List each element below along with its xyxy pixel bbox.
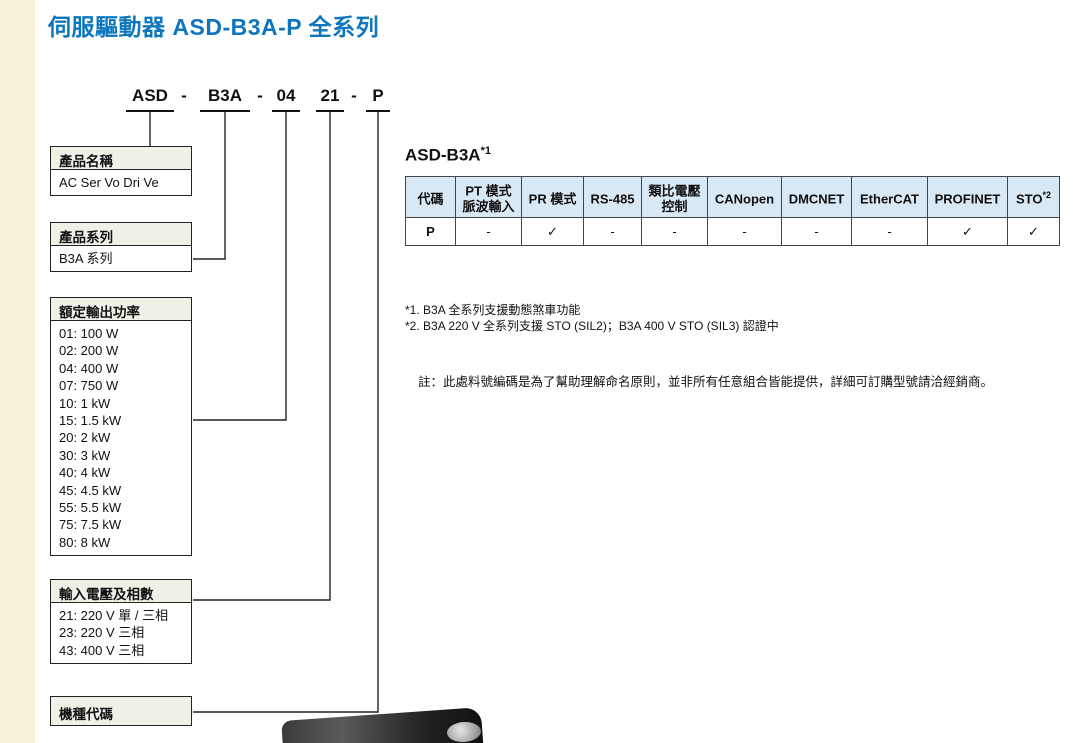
- cell-pt-mode: -: [455, 217, 522, 247]
- col-header-analog: 類比電壓控制: [641, 175, 708, 219]
- col-header-code: 代碼: [405, 175, 456, 219]
- col-header-rs485: RS-485: [583, 175, 642, 219]
- model-code-hyphen-3: -: [351, 86, 357, 105]
- footnote-1: *1. B3A 全系列支援動態煞車功能: [405, 303, 581, 317]
- header-row: 代碼 PT 模式脈波輸入 PR 模式 RS-485 類比電壓控制 CANopen…: [405, 175, 1060, 219]
- input-voltage-list: 21: 220 V 單 / 三相 23: 220 V 三相 43: 400 V …: [50, 603, 192, 665]
- product-series-box: 產品系列 B3A 系列: [50, 222, 192, 273]
- rated-power-list: 01: 100 W 02: 200 W 04: 400 W 07: 750 W …: [50, 321, 192, 557]
- power-option: 40: 4 kW: [59, 465, 111, 481]
- model-code-hyphen-2: -: [257, 86, 263, 105]
- power-option: 20: 2 kW: [59, 430, 111, 446]
- input-voltage-box: 輸入電壓及相數 21: 220 V 單 / 三相 23: 220 V 三相 43…: [50, 579, 192, 665]
- col-header-ethercat: EtherCAT: [851, 175, 928, 219]
- col-header-canopen: CANopen: [707, 175, 782, 219]
- product-series-value: B3A 系列: [50, 246, 192, 273]
- footnote-2: *2. B3A 220 V 全系列支援 STO (SIL2)；B3A 400 V…: [405, 319, 779, 333]
- model-code-box: 機種代碼: [50, 696, 192, 726]
- col-header-dmcnet: DMCNET: [781, 175, 852, 219]
- power-option: 45: 4.5 kW: [59, 482, 122, 498]
- model-code-power: 04: [272, 86, 300, 112]
- input-voltage-header: 輸入電壓及相數: [50, 579, 192, 603]
- col-header-pt-mode: PT 模式脈波輸入: [455, 175, 522, 219]
- product-name-box: 產品名稱 AC Ser Vo Dri Ve: [50, 146, 192, 197]
- model-code-series: B3A: [200, 86, 250, 112]
- connector-series: [193, 112, 226, 260]
- page-title: 伺服驅動器 ASD-B3A-P 全系列: [48, 14, 380, 40]
- spec-table: 代碼 PT 模式脈波輸入 PR 模式 RS-485 類比電壓控制 CANopen…: [405, 175, 1060, 247]
- col-header-pr-mode: PR 模式: [521, 175, 584, 219]
- model-code-type: P: [366, 86, 390, 112]
- cell-canopen: -: [707, 217, 782, 247]
- voltage-option: 23: 220 V 三相: [59, 625, 145, 641]
- cell-sto: ✓: [1007, 217, 1060, 247]
- cell-analog: -: [641, 217, 708, 247]
- table-title-footnote-ref: *1: [480, 145, 491, 157]
- power-option: 75: 7.5 kW: [59, 517, 122, 533]
- cell-rs485: -: [583, 217, 642, 247]
- table-title-text: ASD-B3A: [405, 145, 481, 165]
- left-accent-strip: [0, 0, 35, 743]
- power-option: 30: 3 kW: [59, 447, 111, 463]
- rated-power-box: 額定輸出功率 01: 100 W 02: 200 W 04: 400 W 07:…: [50, 297, 192, 557]
- rated-power-header: 額定輸出功率: [50, 297, 192, 321]
- power-option: 55: 5.5 kW: [59, 500, 122, 516]
- product-name-header: 產品名稱: [50, 146, 192, 170]
- voltage-option: 43: 400 V 三相: [59, 642, 145, 658]
- power-option: 10: 1 kW: [59, 395, 111, 411]
- cell-code: P: [405, 217, 456, 247]
- table-row: P - ✓ - - - - - ✓ ✓: [405, 217, 1060, 247]
- cell-pr-mode: ✓: [521, 217, 584, 247]
- cell-dmcnet: -: [781, 217, 852, 247]
- voltage-option: 21: 220 V 單 / 三相: [59, 608, 169, 623]
- col-header-sto: STO*2: [1007, 175, 1060, 219]
- cell-ethercat: -: [851, 217, 928, 247]
- product-name-line: AC Ser Vo Dri Ve: [59, 175, 159, 190]
- ordering-disclaimer: 註：此處料號編碼是為了幫助理解命名原則，並非所有任意組合皆能提供，詳細可訂購型號…: [418, 375, 994, 389]
- product-series-header: 產品系列: [50, 222, 192, 246]
- power-option: 02: 200 W: [59, 343, 119, 359]
- connector-model-code: [193, 112, 379, 713]
- power-option: 15: 1.5 kW: [59, 413, 122, 429]
- col-header-profinet: PROFINET: [927, 175, 1008, 219]
- power-option: 80: 8 kW: [59, 534, 111, 550]
- model-code-product: ASD: [126, 86, 174, 112]
- product-name-value: AC Ser Vo Dri Ve: [50, 170, 192, 197]
- model-code-header: 機種代碼: [50, 696, 192, 726]
- table-title: ASD-B3A*1: [405, 145, 491, 166]
- product-series-line: B3A 系列: [59, 251, 113, 266]
- power-option: 01: 100 W: [59, 326, 119, 341]
- model-code-voltage: 21: [316, 86, 344, 112]
- power-option: 04: 400 W: [59, 360, 119, 376]
- cell-profinet: ✓: [927, 217, 1008, 247]
- model-code-hyphen-1: -: [181, 86, 187, 105]
- connector-power: [193, 112, 287, 421]
- power-option: 07: 750 W: [59, 378, 119, 394]
- connector-voltage: [193, 112, 331, 601]
